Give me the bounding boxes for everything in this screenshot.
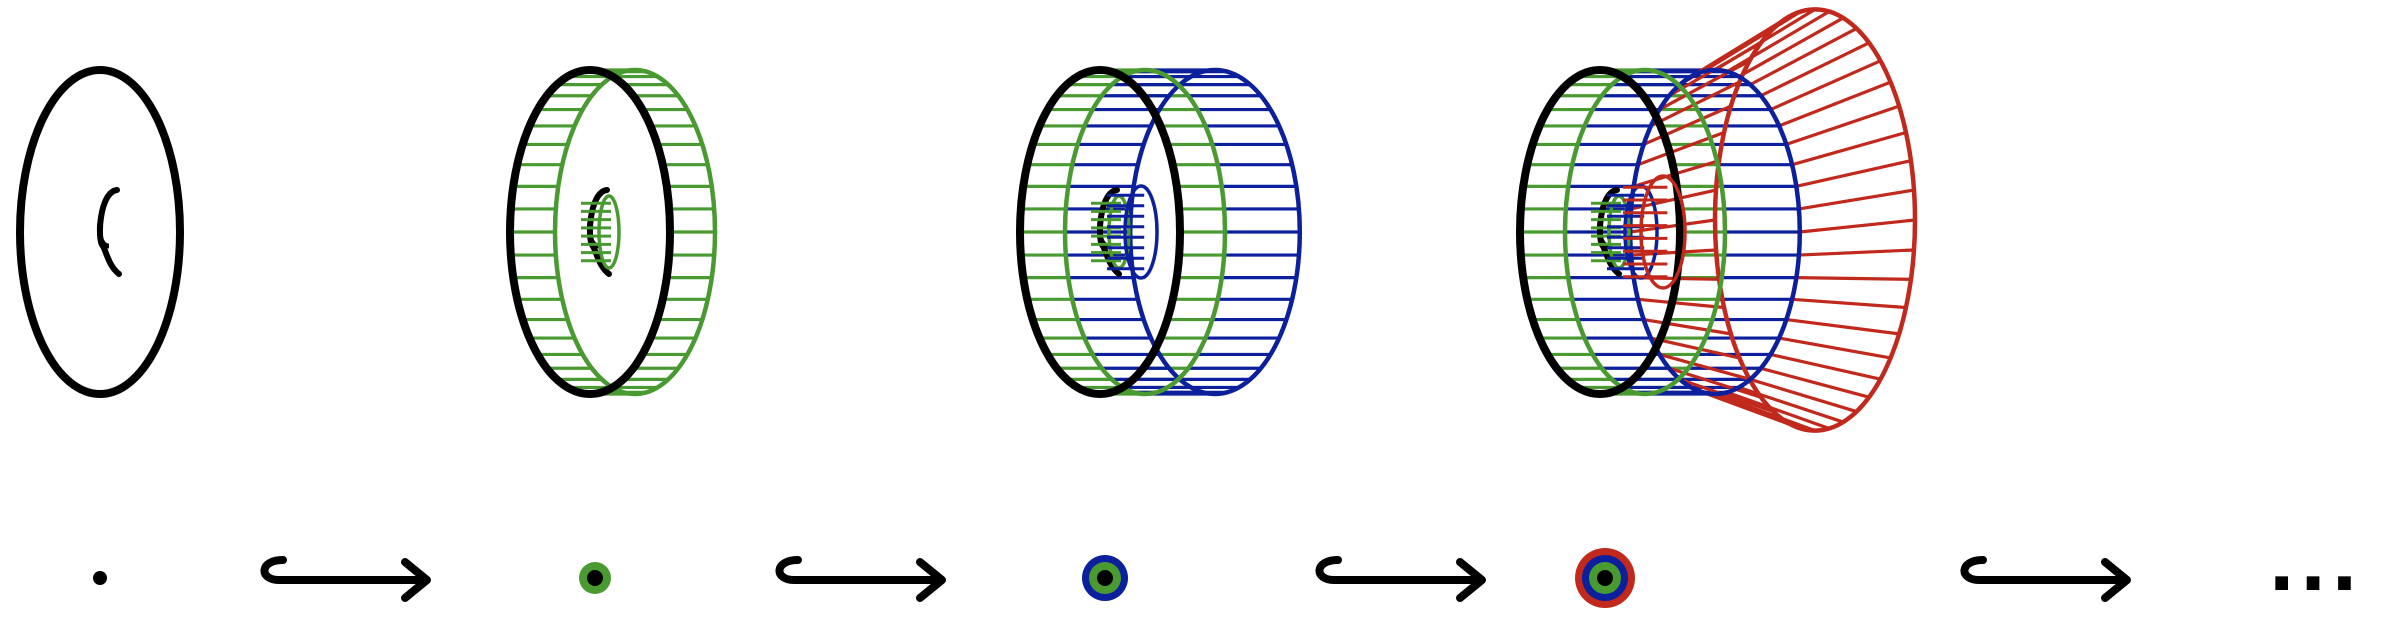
dot-stage-0 — [93, 571, 107, 585]
arrow-head — [1456, 558, 1486, 602]
surfaces-row — [15, 7, 1918, 433]
inner-handle — [96, 187, 122, 277]
inner-layer-ring — [597, 194, 621, 270]
layer-ring — [1562, 67, 1728, 397]
rib-line — [1748, 377, 1859, 414]
hook-arrow-1 — [775, 556, 946, 602]
base-ring — [1515, 66, 1685, 398]
rib-line — [1798, 218, 1917, 234]
rib-line — [1657, 352, 1752, 381]
rib-line — [1642, 104, 1733, 147]
rib-line — [1748, 26, 1859, 87]
rib-line — [1737, 16, 1845, 79]
hook-arrow-0 — [260, 556, 431, 602]
rib-line — [1794, 276, 1913, 281]
dot-stage-2 — [1082, 555, 1128, 601]
arrow-head — [401, 558, 431, 602]
rib-line — [1768, 59, 1883, 112]
rib-line — [1797, 188, 1916, 211]
arrow-head — [2101, 558, 2131, 602]
dot-stage-1 — [579, 562, 611, 594]
dot-center — [1597, 570, 1613, 586]
rib-line — [1777, 80, 1893, 128]
layer-ring — [1627, 67, 1803, 397]
rib-line — [1725, 9, 1831, 74]
rib-line — [1713, 392, 1817, 433]
rib-line — [1725, 390, 1831, 431]
bottom-row — [93, 548, 2131, 608]
dot-center — [93, 571, 107, 585]
inner-layer-ring — [1123, 184, 1159, 280]
rib-line — [1759, 366, 1871, 399]
rib-line — [1790, 297, 1908, 310]
hook-arrow-3 — [1960, 556, 2131, 602]
base-ring — [15, 66, 185, 398]
rib-line — [1797, 248, 1916, 257]
rib-line — [1790, 130, 1908, 167]
arrow-shaft — [775, 556, 944, 584]
layer-ring — [1127, 67, 1303, 397]
arrow-shaft — [260, 556, 429, 584]
stage-1 — [505, 66, 718, 398]
rib-line — [1642, 317, 1733, 336]
rib-line — [1628, 218, 1717, 234]
layer-ring — [552, 67, 718, 397]
layer-ring — [1712, 7, 1918, 433]
inner-layer-ring — [1623, 184, 1659, 280]
layer-ring — [1062, 67, 1228, 397]
stage-2 — [1015, 66, 1303, 398]
rib-line — [1649, 336, 1742, 360]
inner-layer-ring — [1639, 174, 1687, 290]
base-ring — [1015, 66, 1185, 398]
dot-stage-3 — [1575, 548, 1635, 608]
rib-line — [1629, 248, 1718, 257]
stage-0 — [15, 66, 185, 398]
rib-line — [1678, 377, 1776, 414]
arrow-shaft — [1960, 556, 2129, 584]
rib-line — [1689, 16, 1789, 79]
rib-line — [1768, 352, 1883, 381]
rib-line — [1759, 41, 1871, 98]
hook-arrow-2 — [1315, 556, 1486, 602]
inner-handle-fold — [96, 217, 110, 249]
rib-line — [1784, 317, 1901, 336]
rib-line — [1636, 297, 1726, 310]
rib-line — [1794, 159, 1913, 188]
arrow-shaft — [1315, 556, 1484, 584]
arrow-head — [916, 558, 946, 602]
base-ring — [505, 66, 675, 398]
rib-line — [1777, 336, 1893, 360]
ellipsis-label: ... — [2268, 523, 2363, 607]
rib-line — [1784, 104, 1901, 147]
dot-center — [587, 570, 603, 586]
dot-center — [1097, 570, 1113, 586]
stage-3 — [1515, 7, 1918, 433]
